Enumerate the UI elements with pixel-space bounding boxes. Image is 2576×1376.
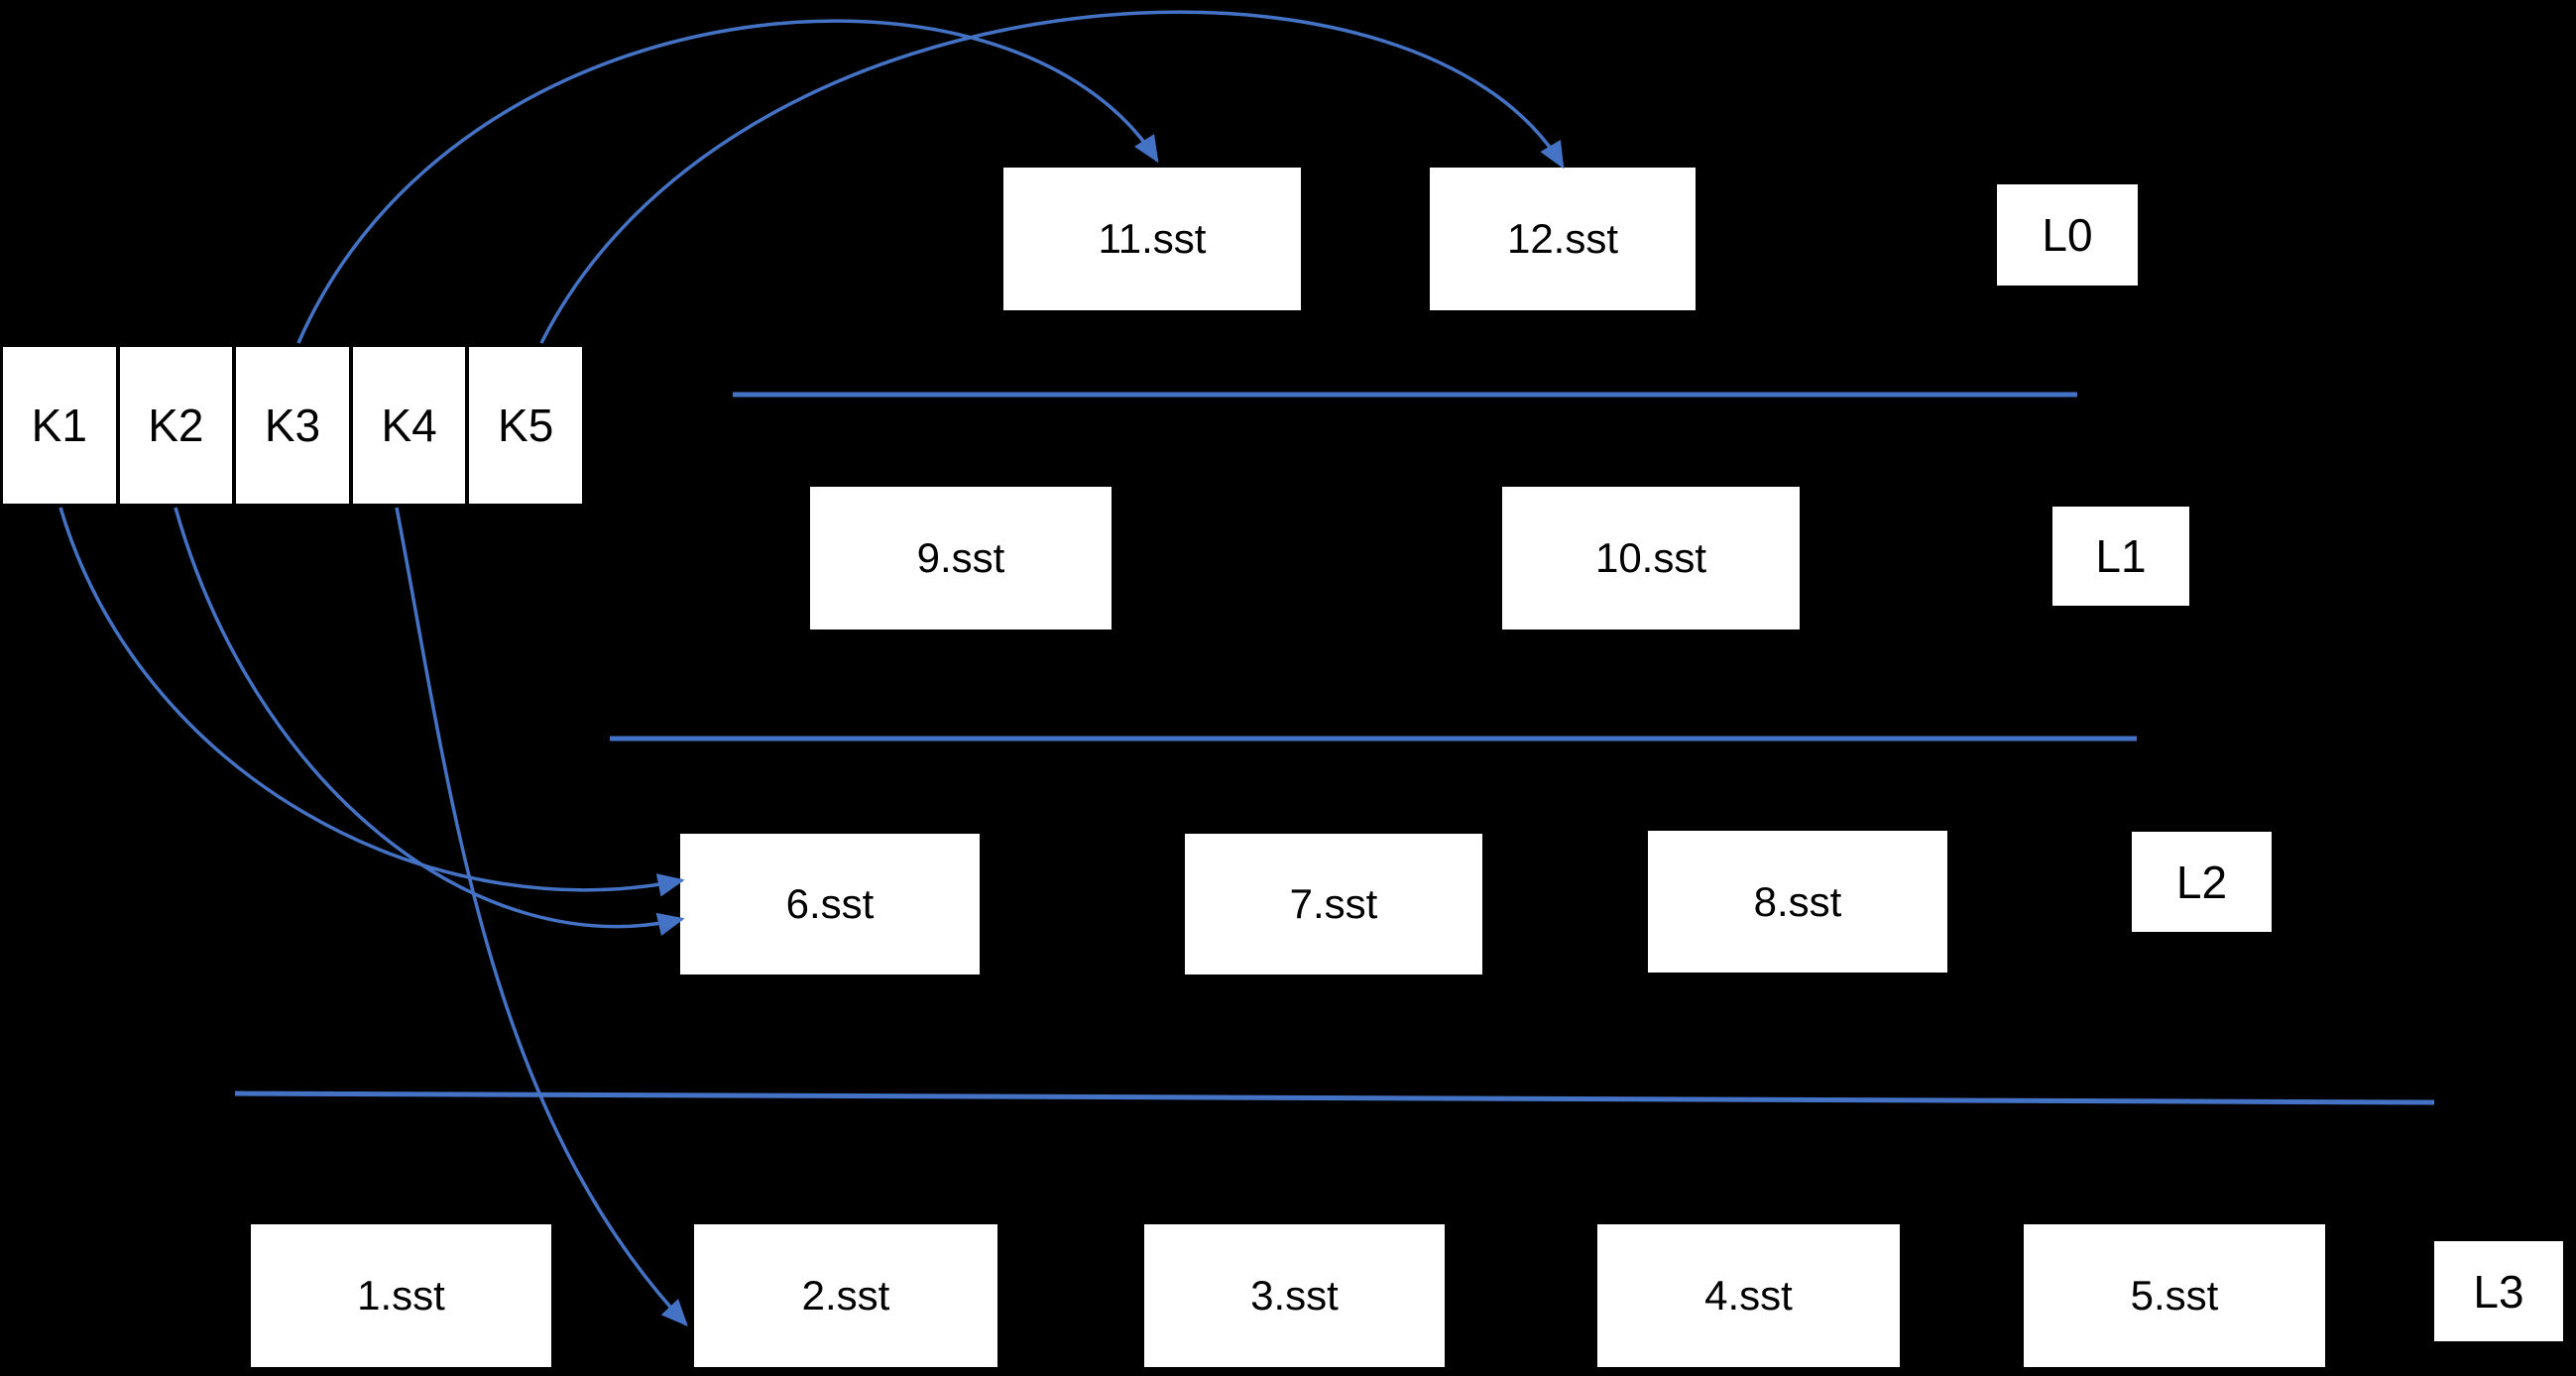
memtable-key-k2: K2 [119, 347, 233, 504]
file-box-5sst: 5.sst [2024, 1224, 2325, 1367]
file-box-7sst: 7.sst [1185, 834, 1482, 975]
file-box-3sst: 3.sst [1144, 1224, 1445, 1367]
divider-below-l2 [234, 1090, 2435, 1105]
memtable-key-k4: K4 [352, 347, 466, 504]
arrow-k2-to-6sst [174, 507, 685, 937]
file-box-2sst: 2.sst [694, 1224, 997, 1367]
file-box-12sst: 12.sst [1430, 168, 1696, 310]
file-box-9sst: 9.sst [810, 487, 1112, 630]
memtable-key-k3: K3 [236, 347, 349, 504]
memtable-key-strip: K1 K2 K3 K4 K5 [3, 343, 582, 508]
level-label-l3: L3 [2434, 1241, 2563, 1341]
file-box-6sst: 6.sst [680, 834, 980, 975]
file-box-8sst: 8.sst [1648, 831, 1947, 973]
file-box-1sst: 1.sst [251, 1224, 551, 1367]
level-label-l0: L0 [1997, 184, 2138, 286]
memtable-key-k5: K5 [469, 347, 582, 504]
file-box-4sst: 4.sst [1597, 1224, 1900, 1367]
file-box-11sst: 11.sst [1003, 168, 1301, 310]
level-label-l2: L2 [2132, 832, 2272, 932]
arrow-k1-to-6sst [59, 507, 685, 897]
level-label-l1: L1 [2052, 507, 2189, 606]
arrow-k4-to-2sst [395, 507, 688, 1326]
memtable-key-k1: K1 [3, 347, 116, 504]
file-box-10sst: 10.sst [1502, 487, 1800, 630]
